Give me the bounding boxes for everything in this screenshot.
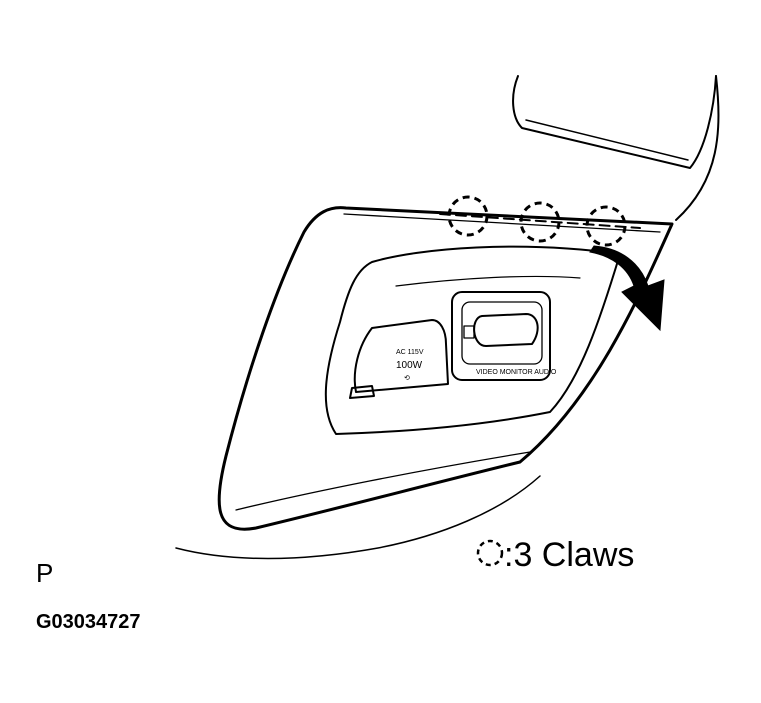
bezel-outline xyxy=(324,245,621,435)
claw-legend-icon xyxy=(476,539,504,567)
av-jack-inner xyxy=(461,301,543,365)
claw-marker xyxy=(585,205,627,247)
figure-code: G03034727 xyxy=(36,611,141,633)
trim-panel-outline xyxy=(217,206,674,531)
av-jack-port xyxy=(473,313,539,347)
view-letter: P xyxy=(36,558,53,588)
body-right-edge xyxy=(675,75,720,221)
outlet-watt-label: 100W xyxy=(396,360,423,371)
bezel-inner-edge xyxy=(395,275,581,287)
claw-marker xyxy=(519,201,561,243)
av-jack-label: VIDEO MONITOR AUDIO xyxy=(476,369,557,376)
ac-outlet-cover xyxy=(353,319,449,393)
trim-panel-inner-edge xyxy=(343,213,661,233)
ac-outlet-ledge xyxy=(349,385,375,399)
upper-trim-edge xyxy=(525,119,689,161)
claw-legend-text: :3 Claws xyxy=(504,536,634,574)
panel-parting-line xyxy=(439,213,641,229)
outlet-rating-label: AC 115V xyxy=(396,349,424,356)
claw-marker xyxy=(447,195,489,237)
outlet-symbol: ⟲ xyxy=(404,375,410,382)
body-lower-curve xyxy=(175,475,541,560)
removal-arrow-icon xyxy=(589,245,665,332)
av-jack-frame xyxy=(451,291,551,381)
upper-trim-outline xyxy=(512,75,717,169)
trim-panel-lower-edge xyxy=(235,451,531,511)
av-jack-tab xyxy=(463,325,475,339)
